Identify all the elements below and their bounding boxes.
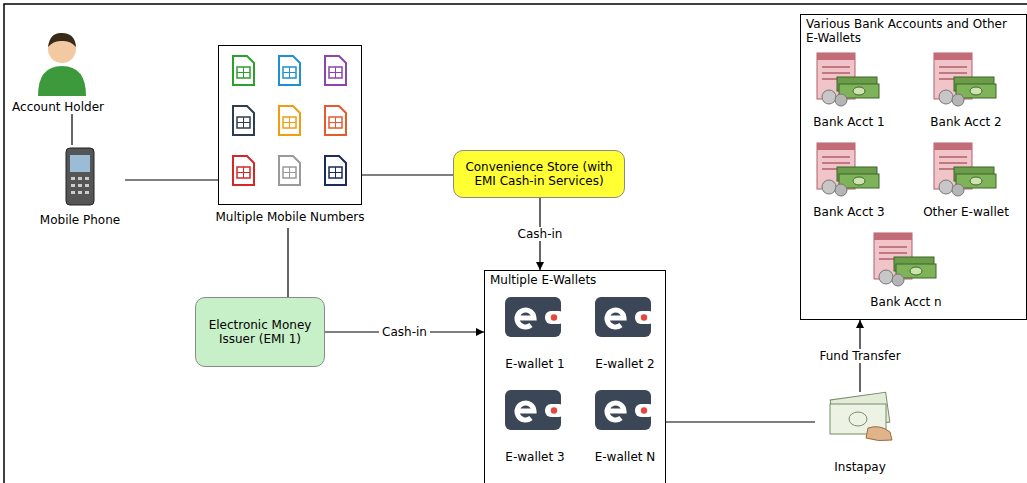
node-label: E-wallet 2 bbox=[595, 357, 654, 371]
connector-line bbox=[666, 421, 815, 422]
edge-label: Cash-in bbox=[515, 227, 566, 241]
node-label: Electronic Money Issuer (EMI 1) bbox=[204, 318, 316, 347]
connector-line bbox=[287, 228, 288, 297]
wallet-icon: E-wallet N bbox=[585, 386, 665, 464]
node-label: E-wallet 1 bbox=[505, 357, 564, 371]
node-label: Bank Acct n bbox=[870, 295, 941, 309]
sim-frame bbox=[218, 45, 362, 205]
bank-icon: Bank Acct n bbox=[866, 231, 946, 309]
node-label: Convenience Store (with EMI Cash-in Serv… bbox=[462, 160, 616, 189]
bank-icon: Bank Acct 1 bbox=[809, 51, 889, 129]
connector-line bbox=[362, 174, 453, 175]
node-label: Various Bank Accounts and Other E-Wallet… bbox=[801, 15, 1026, 48]
phone-icon: Mobile Phone bbox=[35, 145, 125, 227]
payment-icon: Instapay bbox=[815, 392, 905, 474]
node-label: Mobile Phone bbox=[40, 213, 120, 227]
edge-label: Fund Transfer bbox=[816, 349, 903, 363]
node-label: E-wallet N bbox=[595, 450, 656, 464]
node-label: Bank Acct 1 bbox=[813, 115, 884, 129]
wallet-group: Multiple E-WalletsE-wallet 1 E-wallet 2 E-… bbox=[484, 270, 666, 483]
connector-line bbox=[71, 114, 72, 145]
node-label: Instapay bbox=[834, 460, 886, 474]
edge-label: Cash-in bbox=[379, 325, 430, 339]
bank-icon: Bank Acct 2 bbox=[926, 51, 1006, 129]
wallet-icon: E-wallet 3 bbox=[495, 386, 575, 464]
process-box: Electronic Money Issuer (EMI 1) bbox=[195, 297, 325, 367]
person-icon: Account Holder bbox=[8, 28, 108, 114]
node-label: Account Holder bbox=[12, 100, 104, 114]
node-label: Bank Acct 2 bbox=[930, 115, 1001, 129]
process-box: Convenience Store (with EMI Cash-in Serv… bbox=[453, 150, 625, 198]
account-group: Various Bank Accounts and Other E-Wallet… bbox=[800, 14, 1027, 320]
connector-line bbox=[125, 179, 218, 180]
wallet-icon: E-wallet 1 bbox=[495, 293, 575, 371]
node-label: Other E-wallet bbox=[923, 205, 1009, 219]
wallet-icon: E-wallet 2 bbox=[585, 293, 665, 371]
sim-group: Multiple Mobile Numbers bbox=[218, 45, 362, 228]
node-label: E-wallet 3 bbox=[505, 450, 564, 464]
node-label: Multiple Mobile Numbers bbox=[215, 210, 364, 224]
node-label: Bank Acct 3 bbox=[813, 205, 884, 219]
bank-icon: Other E-wallet bbox=[916, 141, 1016, 219]
bank-icon: Bank Acct 3 bbox=[809, 141, 889, 219]
node-label: Multiple E-Wallets bbox=[485, 271, 665, 289]
